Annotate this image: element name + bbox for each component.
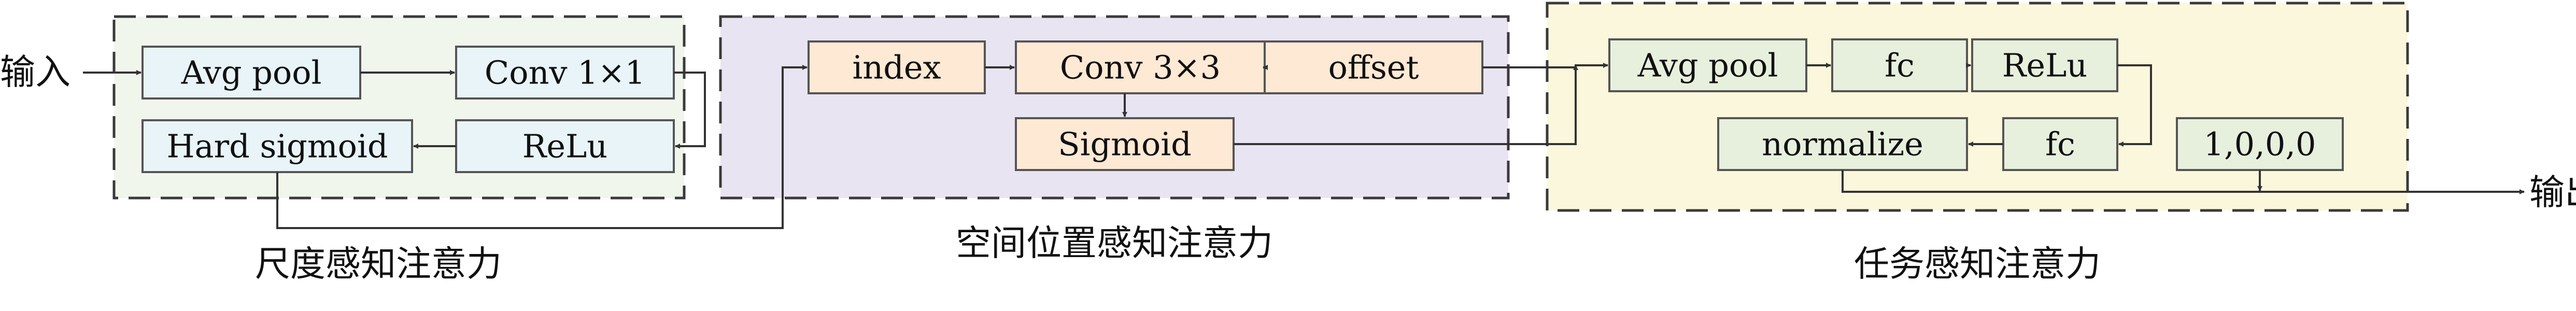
- relu-task-label: ReLu: [2002, 47, 2087, 84]
- box-hard-sigmoid: [141, 119, 413, 173]
- box-relu-scale: [455, 119, 675, 173]
- box-relu-task: [1971, 38, 2118, 92]
- normalize-label: normalize: [1762, 125, 1923, 163]
- hard-sigmoid-label: Hard sigmoid: [166, 128, 388, 165]
- init-values-label: 1,0,0,0: [2204, 125, 2316, 163]
- caption-spatial-attention: 空间位置感知注意力: [956, 223, 1273, 264]
- conv3x3-label: Conv 3×3: [1060, 49, 1221, 87]
- arrow-hardsigmoid-to-index: [276, 65, 808, 229]
- index-label: index: [852, 49, 941, 87]
- box-avg-pool-task: [1608, 38, 1807, 92]
- input-label: 输入: [0, 52, 70, 93]
- relu-scale-label: ReLu: [522, 128, 607, 165]
- fc-top-label: fc: [1885, 47, 1915, 84]
- caption-task-attention: 任务感知注意力: [1854, 244, 2101, 285]
- box-sigmoid-spatial: [1015, 117, 1235, 171]
- avg-pool-scale-label: Avg pool: [181, 54, 322, 92]
- arrow-relu-to-fc: [2117, 64, 2152, 147]
- box-offset: [1264, 40, 1483, 94]
- conv1x1-label: Conv 1×1: [485, 54, 645, 92]
- fc-bottom-label: fc: [2045, 125, 2075, 163]
- arrow-conv1-to-relu: [674, 72, 706, 149]
- offset-label: offset: [1328, 49, 1419, 87]
- box-conv3x3: [1015, 40, 1266, 94]
- box-init-values: [2176, 117, 2344, 171]
- box-avg-pool-scale: [141, 46, 361, 100]
- sigmoid-spatial-label: Sigmoid: [1058, 125, 1192, 163]
- arrow-sigmoid-to-avgpool: [1234, 65, 1578, 145]
- box-conv1x1: [455, 46, 675, 100]
- output-label: 输出: [2529, 173, 2576, 214]
- caption-scale-attention: 尺度感知注意力: [255, 244, 502, 285]
- arrow-normalize-to-output: [1842, 170, 2525, 194]
- avg-pool-task-label: Avg pool: [1637, 47, 1778, 84]
- panel-task-attention: [1546, 2, 2409, 212]
